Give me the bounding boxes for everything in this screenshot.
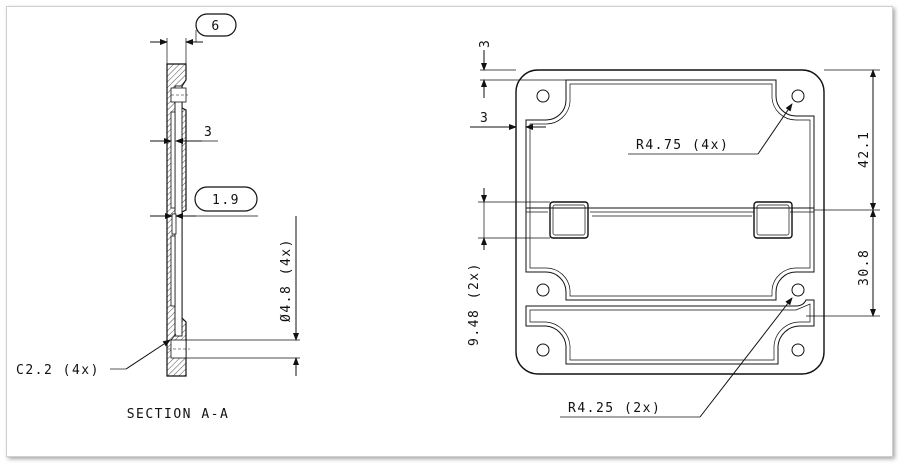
section-label: SECTION A-A [127, 407, 230, 422]
dim-small-radius-label: R4.25 (2x) [568, 401, 661, 416]
right-tab [753, 201, 793, 239]
hole-top-left [536, 89, 550, 103]
dim-top-offset-label: 3 [478, 39, 493, 48]
dim-left-offset-label: 3 [480, 111, 489, 126]
plan-view: 3 3 R4.75 (4x) 42.1 30.8 9.48 (2x) R4.25… [467, 39, 880, 418]
hole-mid-left [536, 283, 550, 297]
dim-thickness-balloon [195, 13, 237, 37]
dim-thickness-label: 6 [211, 19, 220, 34]
hole-top-right [791, 89, 805, 103]
section-view: 6 3 1.9 Ø4.8 (4x) C2.2 (4x) SECTION A-A [16, 13, 300, 422]
hole-bottom-right [791, 343, 805, 357]
hole-bottom-left [536, 343, 550, 357]
upper-recess [525, 79, 815, 301]
dim-slot-label: 9.48 (2x) [467, 262, 482, 346]
lower-recess [525, 299, 815, 365]
section-recess [174, 85, 183, 337]
dim-corner-radius-label: R4.75 (4x) [636, 138, 729, 153]
dim-step-balloon [194, 186, 258, 212]
dim-step-label: 1.9 [212, 193, 240, 208]
hole-mid-right [791, 283, 805, 297]
dim-lower-height-label: 30.8 [857, 249, 872, 286]
drawing-frame [6, 6, 893, 457]
plate-outline [515, 69, 825, 375]
dim-chamfer-label: C2.2 (4x) [16, 363, 100, 378]
dim-wall-label: 3 [204, 125, 213, 140]
dim-hole-label: Ø4.8 (4x) [279, 238, 294, 322]
dim-upper-height-label: 42.1 [857, 131, 872, 168]
left-tab [549, 201, 589, 239]
